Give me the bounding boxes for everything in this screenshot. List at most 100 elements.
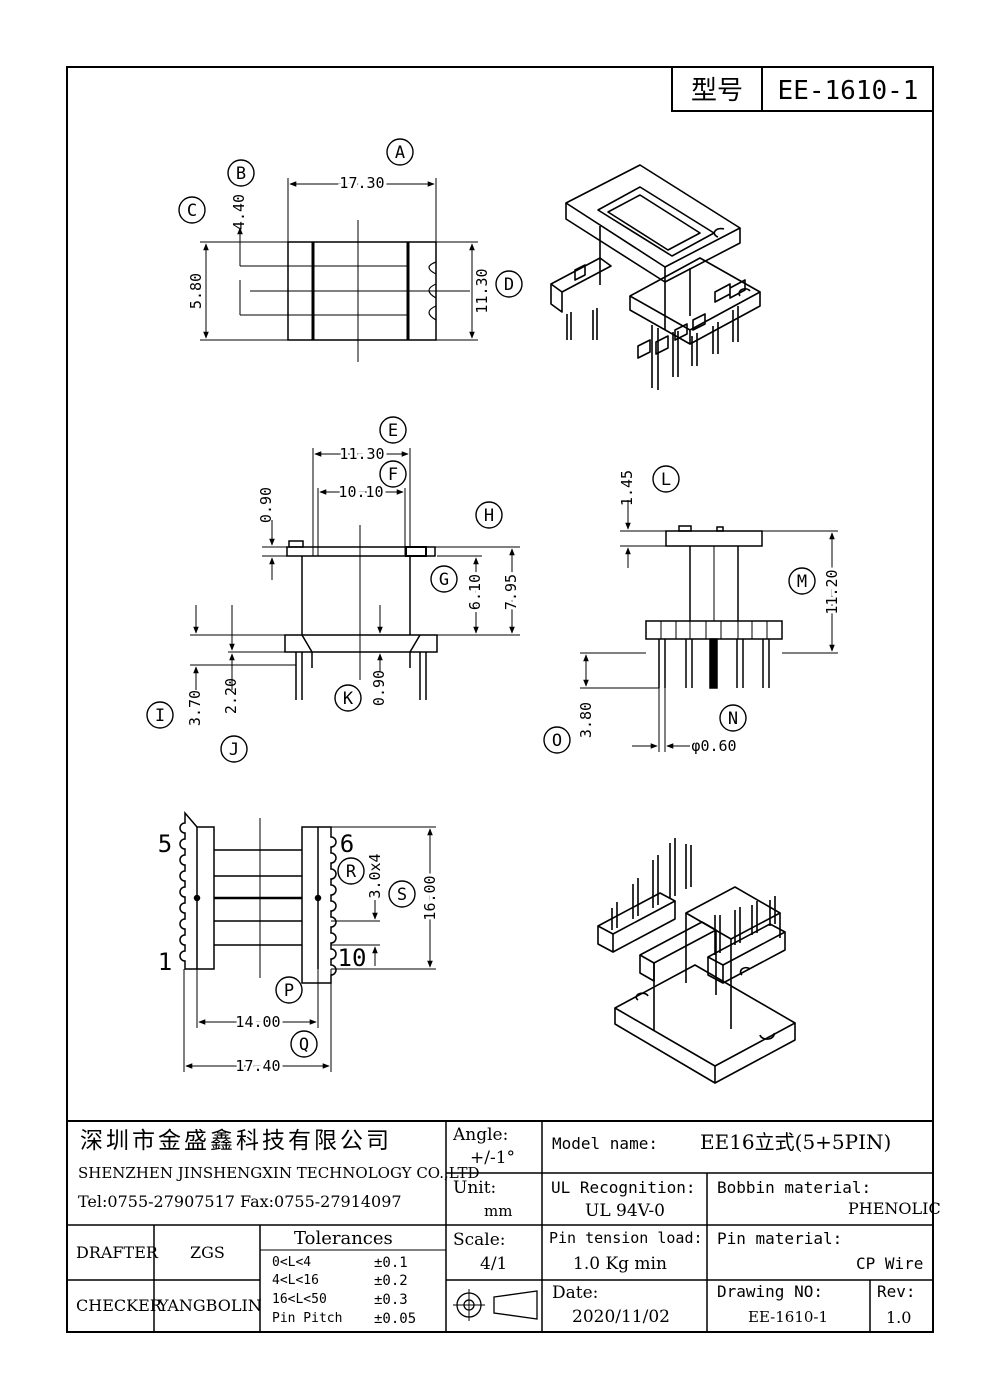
dim-bottom-r: 3.0x4 [366, 853, 384, 898]
tolerance-value-3: ±0.3 [374, 1292, 408, 1308]
callout-h: H [475, 501, 503, 529]
callout-l: L [652, 465, 680, 493]
isometric-view-top [550, 164, 761, 390]
pin-10-label: 10 [338, 944, 367, 972]
bottom-view [179, 810, 436, 1072]
tolerance-range-4: Pin Pitch [272, 1311, 343, 1326]
front-view-labels: 11.30 10.10 0.90 6.10 7.95 3.70 2.20 0.9… [186, 442, 523, 726]
tolerance-value-4: ±0.05 [374, 1311, 417, 1327]
dim-bottom-p: 14.00 [235, 1013, 280, 1031]
svg-text:S: S [397, 885, 407, 905]
dim-side-o: 3.80 [577, 702, 595, 738]
top-view-labels: 17.30 11.30 5.80 4.40 [187, 171, 491, 314]
tolerance-range-3: 16<L<50 [272, 1292, 327, 1307]
model-name-label: Model name: [552, 1134, 658, 1153]
pin-material-label: Pin material: [717, 1229, 843, 1248]
svg-text:Q: Q [299, 1035, 309, 1055]
svg-text:R: R [346, 862, 357, 882]
side-view [580, 500, 838, 752]
pin-6-label: 6 [340, 830, 354, 858]
drawing-no-value: EE-1610-1 [748, 1308, 829, 1326]
dim-front-e: 11.30 [339, 445, 384, 463]
tolerance-range-1: 0<L<4 [272, 1255, 312, 1270]
dim-bottom-s: 16.00 [421, 875, 439, 920]
dim-front-f: 10.10 [338, 483, 383, 501]
callout-s: S [388, 880, 416, 908]
sheet-border [66, 66, 934, 1333]
callout-q: Q [290, 1030, 318, 1058]
pin-tension-label: Pin tension load: [549, 1229, 703, 1247]
dim-front-j: 2.20 [222, 678, 240, 714]
checker-value: YANGBOLIN [158, 1296, 262, 1315]
tolerance-value-1: ±0.1 [374, 1255, 408, 1271]
dim-front-h: 0.90 [257, 487, 275, 523]
svg-text:E: E [388, 421, 398, 441]
dim-front-i: 3.70 [186, 690, 204, 726]
drafter-label: DRAFTER [76, 1243, 158, 1262]
svg-text:C: C [187, 201, 197, 221]
top-view [200, 178, 478, 362]
callout-a: A [386, 138, 414, 166]
rev-value: 1.0 [886, 1308, 912, 1327]
callout-k: K [334, 684, 362, 712]
callout-d: D [495, 270, 523, 298]
header-value: EE-1610-1 [778, 76, 919, 106]
dim-side-n: φ0.60 [691, 737, 736, 755]
svg-text:H: H [484, 506, 494, 526]
callout-i: I [146, 701, 174, 729]
svg-text:L: L [661, 470, 671, 490]
callout-j: J [220, 735, 248, 763]
dim-top-width: 17.30 [339, 174, 384, 192]
isometric-view-bottom [597, 838, 796, 1084]
bobbin-material-label: Bobbin material: [717, 1178, 872, 1197]
ul-recognition-label: UL Recognition: [551, 1178, 696, 1197]
callout-m: M [788, 567, 816, 595]
dim-side-l: 1.45 [618, 470, 636, 506]
callout-o: O [543, 726, 571, 754]
company-contact: Tel:0755-27907517 Fax:0755-27914097 [78, 1192, 402, 1211]
svg-text:J: J [229, 740, 239, 760]
dim-front-g: 6.10 [466, 574, 484, 610]
callout-p: P [275, 976, 303, 1004]
angle-label: Angle: [453, 1125, 509, 1145]
scale-label: Scale: [453, 1230, 506, 1250]
svg-text:I: I [155, 706, 165, 726]
scale-value: 4/1 [480, 1254, 508, 1274]
tolerances-title: Tolerances [294, 1228, 393, 1249]
model-name-value: EE16立式(5+5PIN) [700, 1130, 892, 1154]
callout-b: B [227, 159, 255, 187]
callout-g: G [430, 565, 458, 593]
svg-text:B: B [236, 164, 246, 184]
callout-r: R [337, 857, 365, 885]
dim-top-b: 4.40 [230, 194, 248, 230]
drafter-value: ZGS [190, 1243, 225, 1262]
callout-c: C [178, 196, 206, 224]
rev-label: Rev: [877, 1282, 916, 1301]
projection-symbol-cone [493, 1290, 538, 1320]
checker-label: CHECKER [76, 1296, 162, 1315]
pin-tension-value: 1.0 Kg min [573, 1254, 667, 1274]
svg-text:D: D [504, 275, 514, 295]
dim-top-depth: 11.30 [473, 268, 491, 313]
svg-text:A: A [395, 143, 405, 163]
dim-front-total: 7.95 [502, 574, 520, 610]
callout-n: N [719, 704, 747, 732]
callout-f: F [379, 460, 407, 488]
pin-1-label: 1 [158, 948, 172, 976]
title-block-grid [67, 1120, 933, 1332]
tolerance-value-2: ±0.2 [374, 1273, 408, 1289]
bottom-view-labels: 3.0x4 16.00 14.00 17.40 5 6 1 10 [158, 830, 442, 1078]
side-view-labels: 1.45 11.20 3.80 φ0.60 [577, 470, 844, 755]
dim-side-m: 11.20 [823, 569, 841, 614]
date-value: 2020/11/02 [572, 1307, 670, 1327]
callout-e: E [379, 416, 407, 444]
tolerance-range-2: 4<L<16 [272, 1273, 319, 1288]
front-view [190, 448, 520, 700]
header-label: 型号 [691, 76, 743, 106]
svg-text:P: P [284, 981, 294, 1001]
svg-text:K: K [343, 689, 354, 709]
unit-value: mm [484, 1202, 513, 1220]
svg-text:G: G [439, 570, 449, 590]
svg-text:O: O [552, 731, 562, 751]
